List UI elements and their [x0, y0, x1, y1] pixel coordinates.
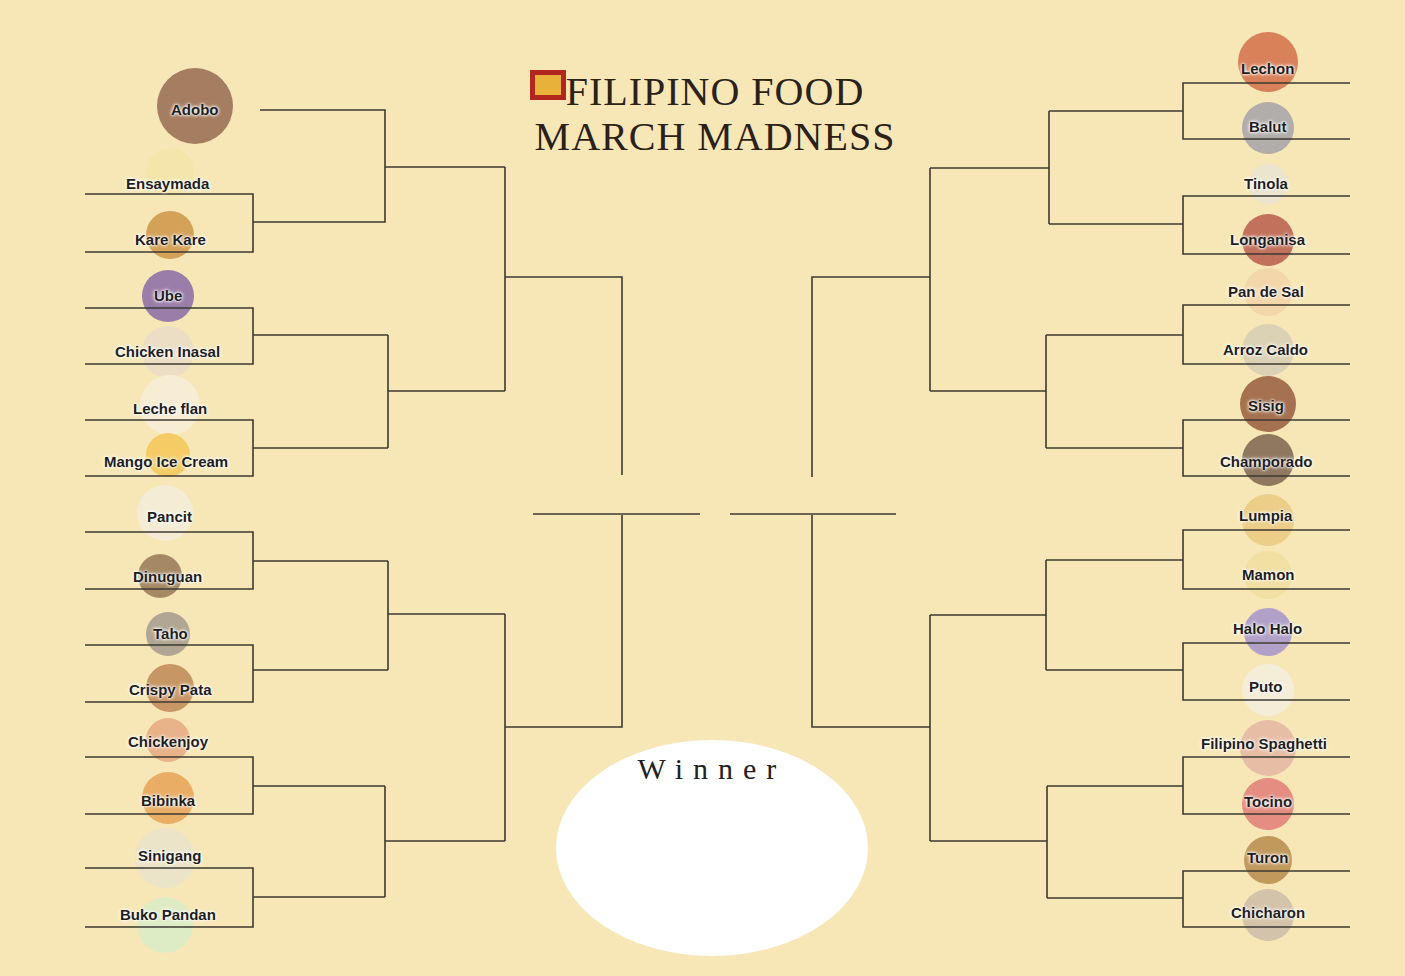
- food-entry: Balut: [1249, 119, 1287, 136]
- food-name: Lechon: [1241, 60, 1294, 77]
- food-entry: Sinigang: [138, 848, 201, 865]
- food-name: Bibinka: [141, 792, 195, 809]
- food-entry: Dinuguan: [133, 569, 202, 586]
- food-name: Longanisa: [1230, 231, 1305, 248]
- food-entry: Kare Kare: [135, 232, 206, 249]
- food-name: Mamon: [1242, 566, 1295, 583]
- title: FILIPINO FOOD MARCH MADNESS: [520, 70, 910, 160]
- food-name: Leche flan: [133, 400, 207, 417]
- food-entry: Chickenjoy: [128, 734, 208, 751]
- food-entry: Chicken Inasal: [115, 344, 220, 361]
- food-name: Balut: [1249, 118, 1287, 135]
- food-entry: Crispy Pata: [129, 682, 212, 699]
- food-entry: Longanisa: [1230, 232, 1305, 249]
- food-name: Tocino: [1244, 793, 1292, 810]
- food-name: Pancit: [147, 508, 192, 525]
- food-name: Sisig: [1248, 397, 1284, 414]
- food-name: Turon: [1247, 849, 1288, 866]
- food-name: Kare Kare: [135, 231, 206, 248]
- food-entry: Pancit: [147, 509, 192, 526]
- food-entry: Tinola: [1244, 176, 1288, 193]
- food-name: Ensaymada: [126, 175, 209, 192]
- food-entry: Pan de Sal: [1228, 284, 1304, 301]
- food-entry: Lechon: [1241, 61, 1294, 78]
- food-entry: Champorado: [1220, 454, 1313, 471]
- food-entry: Ensaymada: [126, 176, 209, 193]
- food-name: Chickenjoy: [128, 733, 208, 750]
- food-entry: Arroz Caldo: [1223, 342, 1308, 359]
- food-entry: Tocino: [1244, 794, 1292, 811]
- food-name: Sinigang: [138, 847, 201, 864]
- food-entry: Mango Ice Cream: [104, 454, 228, 471]
- winner-label: Winner: [638, 752, 787, 785]
- food-name: Ube: [154, 287, 182, 304]
- food-entry: Adobo: [171, 102, 218, 119]
- food-entry: Chicharon: [1231, 905, 1305, 922]
- food-entry: Leche flan: [133, 401, 207, 418]
- food-entry: Taho: [153, 626, 188, 643]
- food-name: Dinuguan: [133, 568, 202, 585]
- food-entry: Filipino Spaghetti: [1201, 736, 1327, 753]
- food-name: Halo Halo: [1233, 620, 1302, 637]
- food-name: Mango Ice Cream: [104, 453, 228, 470]
- food-entry: Puto: [1249, 679, 1282, 696]
- food-name: Puto: [1249, 678, 1282, 695]
- food-entry: Lumpia: [1239, 508, 1292, 525]
- food-name: Chicharon: [1231, 904, 1305, 921]
- food-entry: Halo Halo: [1233, 621, 1302, 638]
- food-name: Tinola: [1244, 175, 1288, 192]
- food-name: Chicken Inasal: [115, 343, 220, 360]
- food-name: Taho: [153, 625, 188, 642]
- food-name: Crispy Pata: [129, 681, 212, 698]
- food-name: Lumpia: [1239, 507, 1292, 524]
- food-name: Buko Pandan: [120, 906, 216, 923]
- food-entry: Bibinka: [141, 793, 195, 810]
- food-entry: Mamon: [1242, 567, 1295, 584]
- food-name: Arroz Caldo: [1223, 341, 1308, 358]
- logo: [530, 70, 566, 100]
- winner-ellipse: Winner: [556, 740, 868, 956]
- food-name: Pan de Sal: [1228, 283, 1304, 300]
- food-name: Adobo: [171, 101, 218, 118]
- food-entry: Sisig: [1248, 398, 1284, 415]
- food-name: Champorado: [1220, 453, 1313, 470]
- food-entry: Ube: [154, 288, 182, 305]
- food-name: Filipino Spaghetti: [1201, 735, 1327, 752]
- food-entry: Buko Pandan: [120, 907, 216, 924]
- food-entry: Turon: [1247, 850, 1288, 867]
